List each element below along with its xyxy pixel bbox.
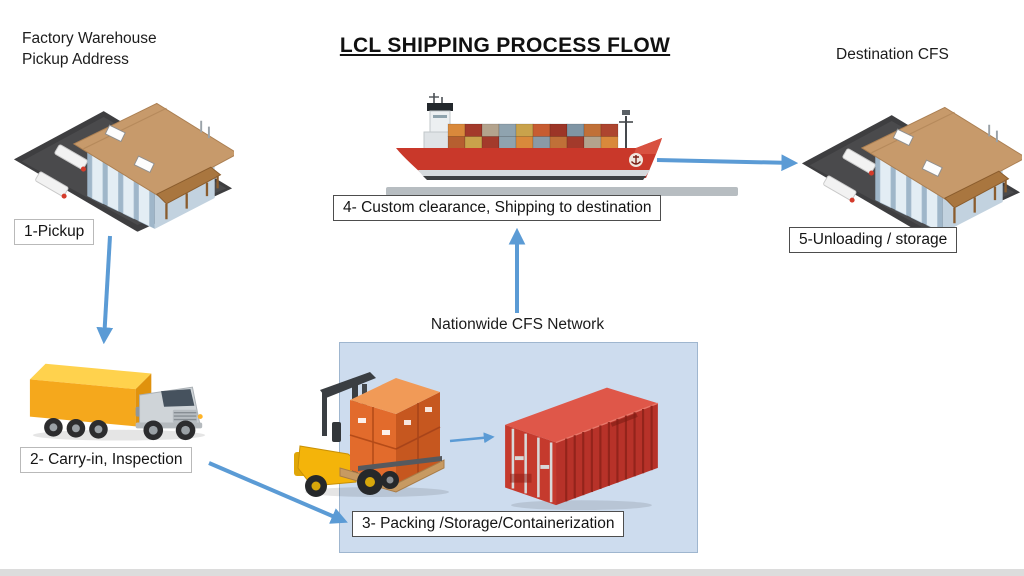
container-icon bbox=[497, 370, 664, 512]
step-4-label: 4- Custom clearance, Shipping to destina… bbox=[333, 195, 662, 221]
step-3-label: 3- Packing /Storage/Containerization bbox=[352, 511, 625, 537]
forklift-icon bbox=[292, 360, 452, 500]
arrow-pickup-to-truck bbox=[96, 235, 114, 345]
factory-address-line1: Factory Warehouse bbox=[22, 30, 157, 47]
slide-bottom-edge bbox=[0, 569, 1024, 576]
arrow-ship-to-destination bbox=[656, 154, 799, 172]
destination-cfs-label: Destination CFS bbox=[836, 46, 949, 63]
cargo-ship-icon bbox=[390, 90, 670, 190]
truck-icon bbox=[26, 350, 212, 443]
step-1-label: 1-Pickup bbox=[14, 219, 95, 245]
factory-address-label: Factory Warehouse Pickup Address bbox=[22, 28, 157, 70]
step-2-label: 2- Carry-in, Inspection bbox=[20, 447, 193, 473]
ship-ground-strip bbox=[386, 187, 738, 196]
diagram-title: LCL SHIPPING PROCESS FLOW bbox=[339, 34, 671, 57]
warehouse-icon bbox=[800, 86, 1022, 236]
factory-address-line2: Pickup Address bbox=[22, 51, 129, 68]
step-5-label: 5-Unloading / storage bbox=[789, 227, 958, 253]
cfs-network-label: Nationwide CFS Network bbox=[430, 316, 605, 333]
warehouse-icon bbox=[12, 82, 234, 232]
